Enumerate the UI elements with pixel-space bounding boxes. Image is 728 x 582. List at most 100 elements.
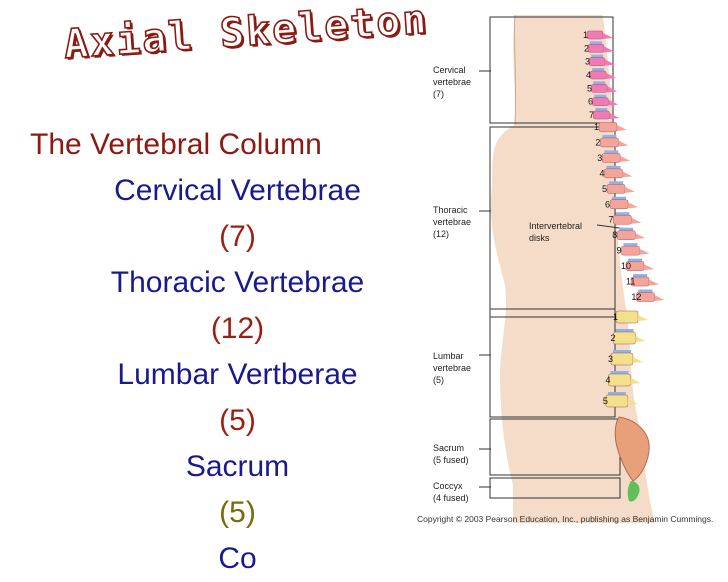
thoracic-vertebra-number: 12 (631, 292, 641, 302)
cervical-name: Cervical Vertebrae (114, 174, 361, 207)
intervertebral-label: Intervertebral disks (529, 221, 582, 243)
thoracic-spinous-process (628, 202, 639, 209)
thoracic-vertebra (613, 214, 632, 225)
cervical-label: Cervical vertebrae (7) (433, 65, 471, 99)
lumbar-label-line3: (5) (433, 375, 444, 385)
thoracic-vertebra-number: 4 (599, 168, 604, 178)
thoracic-vertebra-number: 9 (616, 246, 621, 256)
thoracic-vertebra (621, 245, 640, 256)
cervical-vertebra-number: 7 (589, 110, 594, 120)
intervertebral-disk (592, 68, 605, 71)
thoracic-spinous-process (649, 279, 660, 286)
intervertebral-disk (609, 181, 624, 185)
coccyx-label: Coccyx (4 fused) (433, 481, 469, 503)
thoracic-spinous-process (620, 155, 631, 162)
intervertebral-disk (607, 392, 626, 395)
thoracic-vertebra-number: 11 (626, 277, 635, 287)
cervical-label-line2: vertebrae (433, 77, 471, 87)
intervertebral-disk (604, 150, 619, 154)
lumbar-vertebra (613, 331, 636, 345)
thoracic-vertebra (606, 184, 626, 194)
cervical-vertebra (589, 70, 607, 80)
thoracic-spinous-process (618, 140, 629, 147)
intervertebral-disk (623, 243, 638, 247)
thoracic-vertebra-number: 6 (605, 199, 610, 209)
lumbar-vertebra (605, 394, 629, 408)
thoracic-name: Thoracic Vertebrae (110, 266, 365, 299)
lumbar-vertebra-number: 5 (603, 396, 608, 406)
cervical-label-line3: (7) (433, 89, 444, 99)
thoracic-vertebra-number: 8 (612, 230, 617, 240)
intervertebral-disk (619, 227, 634, 231)
coccyx-name-partial: Co (218, 542, 257, 575)
sacrum-count: (5) (219, 496, 256, 529)
intervertebral-disk (606, 165, 621, 169)
cervical-vertebra-number: 6 (588, 97, 593, 107)
intervertebral-disk (612, 196, 627, 200)
sacrum-label: Sacrum (5 fused) (433, 443, 469, 465)
cervical-vertebra (591, 84, 608, 93)
intervertebral-disk (638, 289, 653, 293)
thoracic-label-line3: (12) (433, 229, 449, 239)
lumbar-label: Lumbar vertebrae (5) (433, 351, 471, 385)
cervical-count: (7) (219, 220, 256, 253)
intervertebral-disk (590, 41, 603, 45)
cervical-vertebra-number: 2 (584, 43, 589, 53)
thoracic-label-line1: Thoracic (433, 205, 468, 215)
cervical-vertebra-number: 4 (586, 70, 591, 80)
intervertebral-disk (594, 94, 607, 98)
cervical-label-line1: Cervical (433, 65, 466, 75)
thoracic-vertebra (604, 168, 623, 179)
lumbar-spinous-process (632, 357, 643, 363)
cervical-vertebra-number: 5 (587, 83, 592, 93)
intervertebral-disk (633, 274, 648, 278)
lumbar-vertebra-number: 2 (610, 333, 615, 343)
thoracic-vertebra (600, 137, 619, 148)
copyright-notice: Copyright © 2003 Pearson Education, Inc.… (417, 514, 714, 524)
intervertebral-label-line1: Intervertebral (529, 221, 582, 231)
intervertebral-disk (593, 81, 606, 85)
cervical-spinous-process (605, 59, 616, 66)
thoracic-spinous-process (635, 233, 646, 240)
thoracic-vertebra-number: 1 (594, 122, 599, 132)
intervertebral-disk (591, 54, 604, 58)
lumbar-vertebra (608, 373, 631, 387)
section-heading: The Vertebral Column (30, 128, 322, 161)
cervical-spinous-process (609, 113, 620, 119)
sacrum-shape (614, 416, 650, 482)
thoracic-vertebra-number: 3 (597, 153, 602, 163)
lumbar-label-line2: vertebrae (433, 363, 471, 373)
spine-figure: Cervical vertebrae (7) Thoracic vertebra… (405, 15, 728, 523)
lumbar-name: Lumbar Vertberae (117, 358, 358, 391)
thoracic-spinous-process (625, 186, 636, 193)
thoracic-spinous-process (631, 217, 642, 224)
lumbar-vertebra-number: 1 (613, 312, 618, 322)
cervical-vertebra (592, 97, 609, 106)
lumbar-spinous-process (630, 378, 641, 384)
thoracic-label: Thoracic vertebrae (12) (433, 205, 471, 239)
spine-illustration: Cervical vertebrae (7) Thoracic vertebra… (433, 15, 665, 523)
thoracic-vertebra (598, 122, 618, 132)
thoracic-vertebra-number: 5 (602, 184, 607, 194)
thoracic-count: (12) (210, 312, 265, 345)
sacrum-label-line1: Sacrum (433, 443, 464, 453)
intervertebral-disk (612, 350, 631, 353)
cervical-vertebra (588, 57, 606, 66)
cervical-bracket (489, 16, 614, 124)
thoracic-vertebra-number: 2 (595, 137, 600, 147)
thoracic-vertebra (616, 230, 636, 240)
intervertebral-disk (615, 329, 634, 332)
thoracic-vertebra-number: 10 (621, 261, 631, 271)
cervical-spinous-process (607, 86, 618, 93)
slide-title: Axial Skeleton (62, 0, 431, 69)
thoracic-spinous-process (654, 295, 665, 301)
coccyx-bracket (489, 477, 621, 499)
vertebrae-list: Cervical Vertebrae (7) Thoracic Vertebra… (40, 168, 435, 582)
neck-line (513, 15, 517, 126)
vertebrae-group (586, 30, 665, 408)
thoracic-label-line2: vertebrae (433, 217, 471, 227)
cervical-spinous-process (603, 33, 613, 39)
lumbar-count: (5) (219, 404, 256, 437)
lumbar-vertebra (610, 352, 634, 366)
lumbar-vertebra (615, 310, 639, 324)
